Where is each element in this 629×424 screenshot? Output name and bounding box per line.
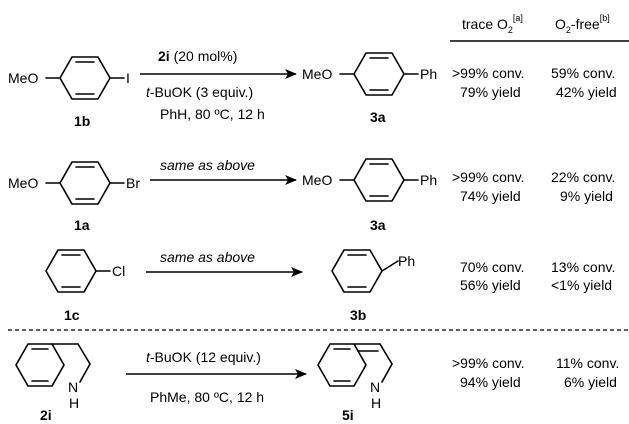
trace-conversion: >99% conv. bbox=[452, 169, 525, 185]
header-o2-free: O2-free[b] bbox=[555, 13, 610, 35]
free-conversion: 22% conv. bbox=[551, 169, 615, 185]
product-label: 3b bbox=[350, 307, 366, 323]
free-yield: 6% yield bbox=[564, 374, 617, 390]
benzene-ring bbox=[331, 249, 399, 293]
reactant-label: 1a bbox=[74, 217, 90, 233]
product-group: Ph bbox=[420, 66, 437, 82]
product-substituent: MeO bbox=[302, 172, 332, 188]
trace-conversion: >99% conv. bbox=[452, 355, 525, 371]
product-substituent: MeO bbox=[302, 66, 332, 82]
trace-yield: 56% yield bbox=[460, 277, 521, 293]
condition-solvent: PhMe, 80 ºC, 12 h bbox=[150, 389, 264, 405]
indole-structure bbox=[317, 343, 393, 387]
free-conversion: 13% conv. bbox=[551, 259, 615, 275]
reaction-row-4: N H 2i t-BuOK (12 equiv.) PhMe, 80 ºC, 1… bbox=[15, 343, 619, 423]
condition-base: t-BuOK (12 equiv.) bbox=[146, 349, 261, 365]
trace-yield: 94% yield bbox=[460, 374, 521, 390]
benzene-ring bbox=[45, 249, 111, 293]
free-conversion: 59% conv. bbox=[551, 65, 615, 81]
reactant-halide: Br bbox=[126, 175, 140, 191]
nh-atom: N bbox=[370, 379, 380, 395]
product-group: Ph bbox=[398, 253, 415, 269]
product-label: 3a bbox=[370, 109, 386, 125]
free-conversion: 11% conv. bbox=[556, 355, 619, 371]
condition-text: same as above bbox=[160, 157, 255, 173]
condition-solvent: PhH, 80 ºC, 12 h bbox=[160, 106, 265, 122]
nh-atom: N bbox=[68, 379, 78, 395]
indoline-structure bbox=[15, 343, 91, 387]
header-trace-o2: trace O2[a] bbox=[462, 13, 523, 35]
trace-conversion: 70% conv. bbox=[460, 259, 524, 275]
condition-text: same as above bbox=[160, 249, 255, 265]
trace-yield: 74% yield bbox=[460, 188, 521, 204]
trace-conversion: >99% conv. bbox=[452, 65, 525, 81]
trace-yield: 79% yield bbox=[460, 84, 521, 100]
reactant-halide: I bbox=[126, 70, 130, 86]
reactant-substituent: MeO bbox=[8, 70, 38, 86]
reaction-row-2: MeO Br 1a same as above MeO Ph 3a >99% c… bbox=[8, 157, 615, 233]
reactant-label: 1b bbox=[74, 113, 90, 129]
h-atom: H bbox=[371, 395, 381, 411]
reaction-row-3: Cl 1c same as above Ph 3b 70% conv. 56% … bbox=[45, 249, 615, 323]
benzene-ring bbox=[339, 52, 419, 96]
benzene-ring bbox=[45, 161, 125, 205]
condition-catalyst: 2i (20 mol%) bbox=[158, 48, 237, 64]
reactant-label: 1c bbox=[64, 307, 80, 323]
condition-base: t-BuOK (3 equiv.) bbox=[146, 84, 253, 100]
benzene-ring bbox=[339, 158, 419, 202]
product-label: 3a bbox=[370, 217, 386, 233]
reactant-substituent: MeO bbox=[8, 175, 38, 191]
product-group: Ph bbox=[420, 172, 437, 188]
reaction-row-1: MeO I 1b 2i (20 mol%) t-BuOK (3 equiv.) … bbox=[8, 48, 617, 129]
free-yield: 42% yield bbox=[556, 84, 617, 100]
free-yield: <1% yield bbox=[551, 277, 612, 293]
free-yield: 9% yield bbox=[560, 188, 613, 204]
table-header: trace O2[a] O2-free[b] bbox=[450, 13, 629, 42]
reactant-label: 2i bbox=[40, 407, 52, 423]
product-label: 5i bbox=[342, 407, 354, 423]
h-atom: H bbox=[69, 395, 79, 411]
benzene-ring bbox=[45, 56, 125, 100]
reactant-halide: Cl bbox=[112, 263, 125, 279]
